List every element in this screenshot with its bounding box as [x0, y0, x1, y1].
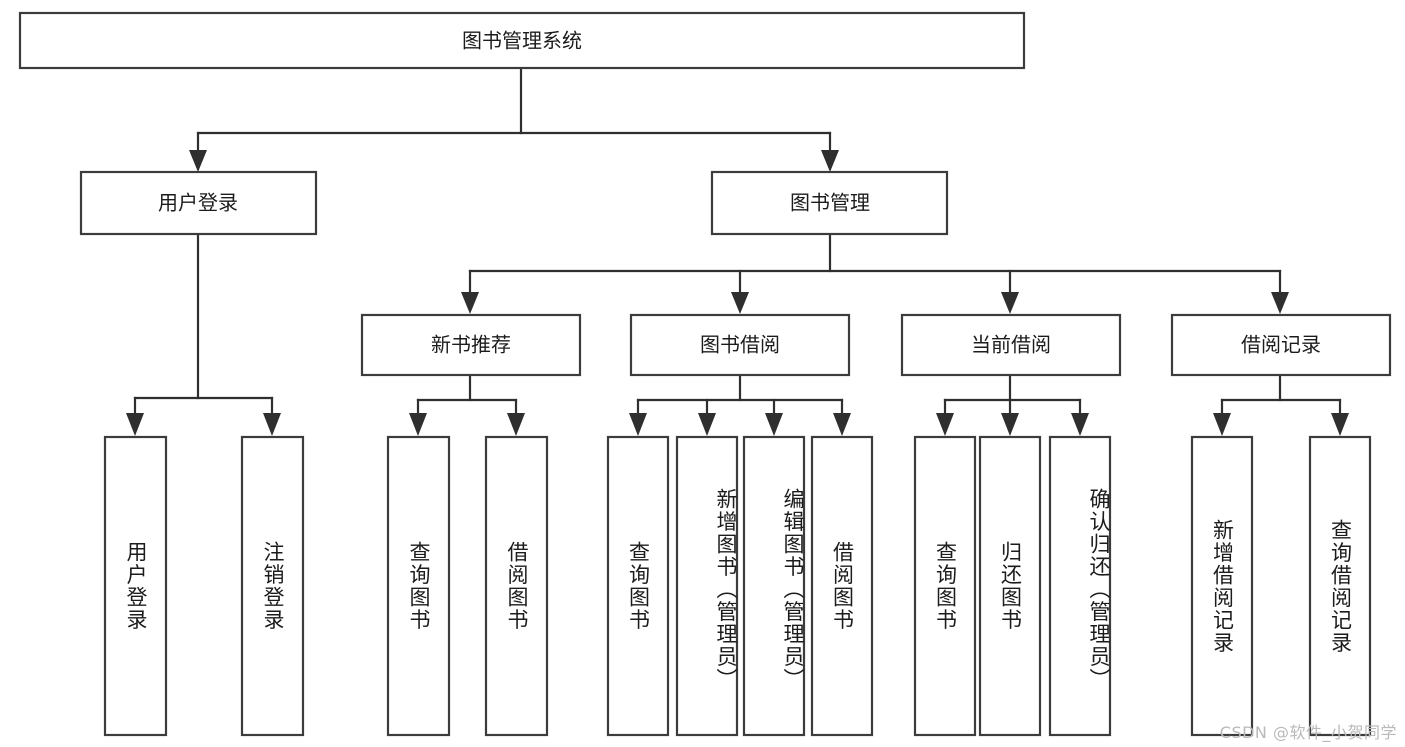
leaf-box-book-borrow-3[interactable]	[742, 435, 806, 737]
arrow-head-icon	[1213, 413, 1231, 436]
connector-group-current-borrow	[936, 373, 1089, 436]
node-root-system[interactable]: 图书管理系统	[18, 11, 1026, 70]
connector-group-borrow-record	[1213, 373, 1349, 436]
leaf-boxes-borrow-record	[1190, 435, 1372, 737]
node-root-label: 图书管理系统	[462, 29, 582, 53]
connector-group-book-mgmt	[461, 232, 1289, 314]
node-user-login-box	[79, 170, 318, 236]
leaf-box-book-borrow-4[interactable]	[810, 435, 874, 737]
arrow-head-icon	[833, 413, 851, 436]
leaf-boxes-current-borrow	[913, 435, 1112, 737]
arrow-head-icon	[1001, 292, 1019, 314]
arrow-head-icon	[1331, 413, 1349, 436]
node-current-borrow-label: 当前借阅	[971, 333, 1051, 357]
arrow-head-icon	[126, 413, 144, 436]
node-borrow-record-box	[1170, 313, 1392, 377]
node-book-management-label: 图书管理	[790, 191, 870, 215]
arrow-head-icon	[1071, 413, 1089, 436]
node-book-management-box	[710, 170, 949, 236]
node-new-book-recommend-box	[360, 313, 582, 377]
arrow-head-icon	[189, 150, 207, 172]
connector-group-new-book	[409, 373, 525, 436]
arrow-head-icon	[821, 150, 839, 172]
leaf-boxes-user-login	[103, 435, 305, 737]
node-borrow-record[interactable]: 借阅记录	[1170, 313, 1392, 377]
arrow-head-icon	[1001, 413, 1019, 436]
node-borrow-record-label: 借阅记录	[1241, 333, 1321, 357]
arrow-head-icon	[263, 413, 281, 436]
node-book-management[interactable]: 图书管理	[710, 170, 949, 236]
leaf-box-book-borrow-1[interactable]	[606, 435, 670, 737]
leaf-box-new-book-2[interactable]	[484, 435, 549, 737]
node-book-borrow[interactable]: 图书借阅	[629, 313, 851, 377]
arrow-head-icon	[507, 413, 525, 436]
leaf-box-borrow-record-2[interactable]	[1308, 435, 1372, 737]
node-new-book-recommend-label: 新书推荐	[431, 333, 511, 357]
leaf-box-current-borrow-1[interactable]	[913, 435, 977, 737]
node-root-box	[18, 11, 1026, 70]
node-book-borrow-box	[629, 313, 851, 377]
connector-group-root	[189, 66, 839, 172]
leaf-box-current-borrow-2[interactable]	[978, 435, 1042, 737]
leaf-box-book-borrow-2[interactable]	[675, 435, 739, 737]
leaf-boxes-book-borrow	[606, 435, 874, 737]
node-new-book-recommend[interactable]: 新书推荐	[360, 313, 582, 377]
leaf-box-new-book-1[interactable]	[386, 435, 451, 737]
node-current-borrow[interactable]: 当前借阅	[900, 313, 1122, 377]
csdn-watermark: CSDN @软件_小贺同学	[1219, 723, 1397, 742]
arrow-head-icon	[461, 292, 479, 314]
connector-group-book-borrow	[629, 373, 851, 436]
arrow-head-icon	[765, 413, 783, 436]
arrow-head-icon	[936, 413, 954, 436]
leaf-boxes-new-book-recommend	[386, 435, 549, 737]
connector-group-user-login	[126, 232, 281, 436]
leaf-box-current-borrow-3[interactable]	[1048, 435, 1112, 737]
arrow-head-icon	[698, 413, 716, 436]
arrow-head-icon	[409, 413, 427, 436]
leaf-box-user-login-2[interactable]	[240, 435, 305, 737]
leaf-box-user-login-1[interactable]	[103, 435, 168, 737]
node-user-login-label: 用户登录	[158, 191, 238, 215]
arrow-head-icon	[1271, 292, 1289, 314]
arrow-head-icon	[731, 292, 749, 314]
node-user-login[interactable]: 用户登录	[79, 170, 318, 236]
leaf-box-borrow-record-1[interactable]	[1190, 435, 1254, 737]
node-current-borrow-box	[900, 313, 1122, 377]
arrow-head-icon	[629, 413, 647, 436]
node-book-borrow-label: 图书借阅	[700, 333, 780, 357]
